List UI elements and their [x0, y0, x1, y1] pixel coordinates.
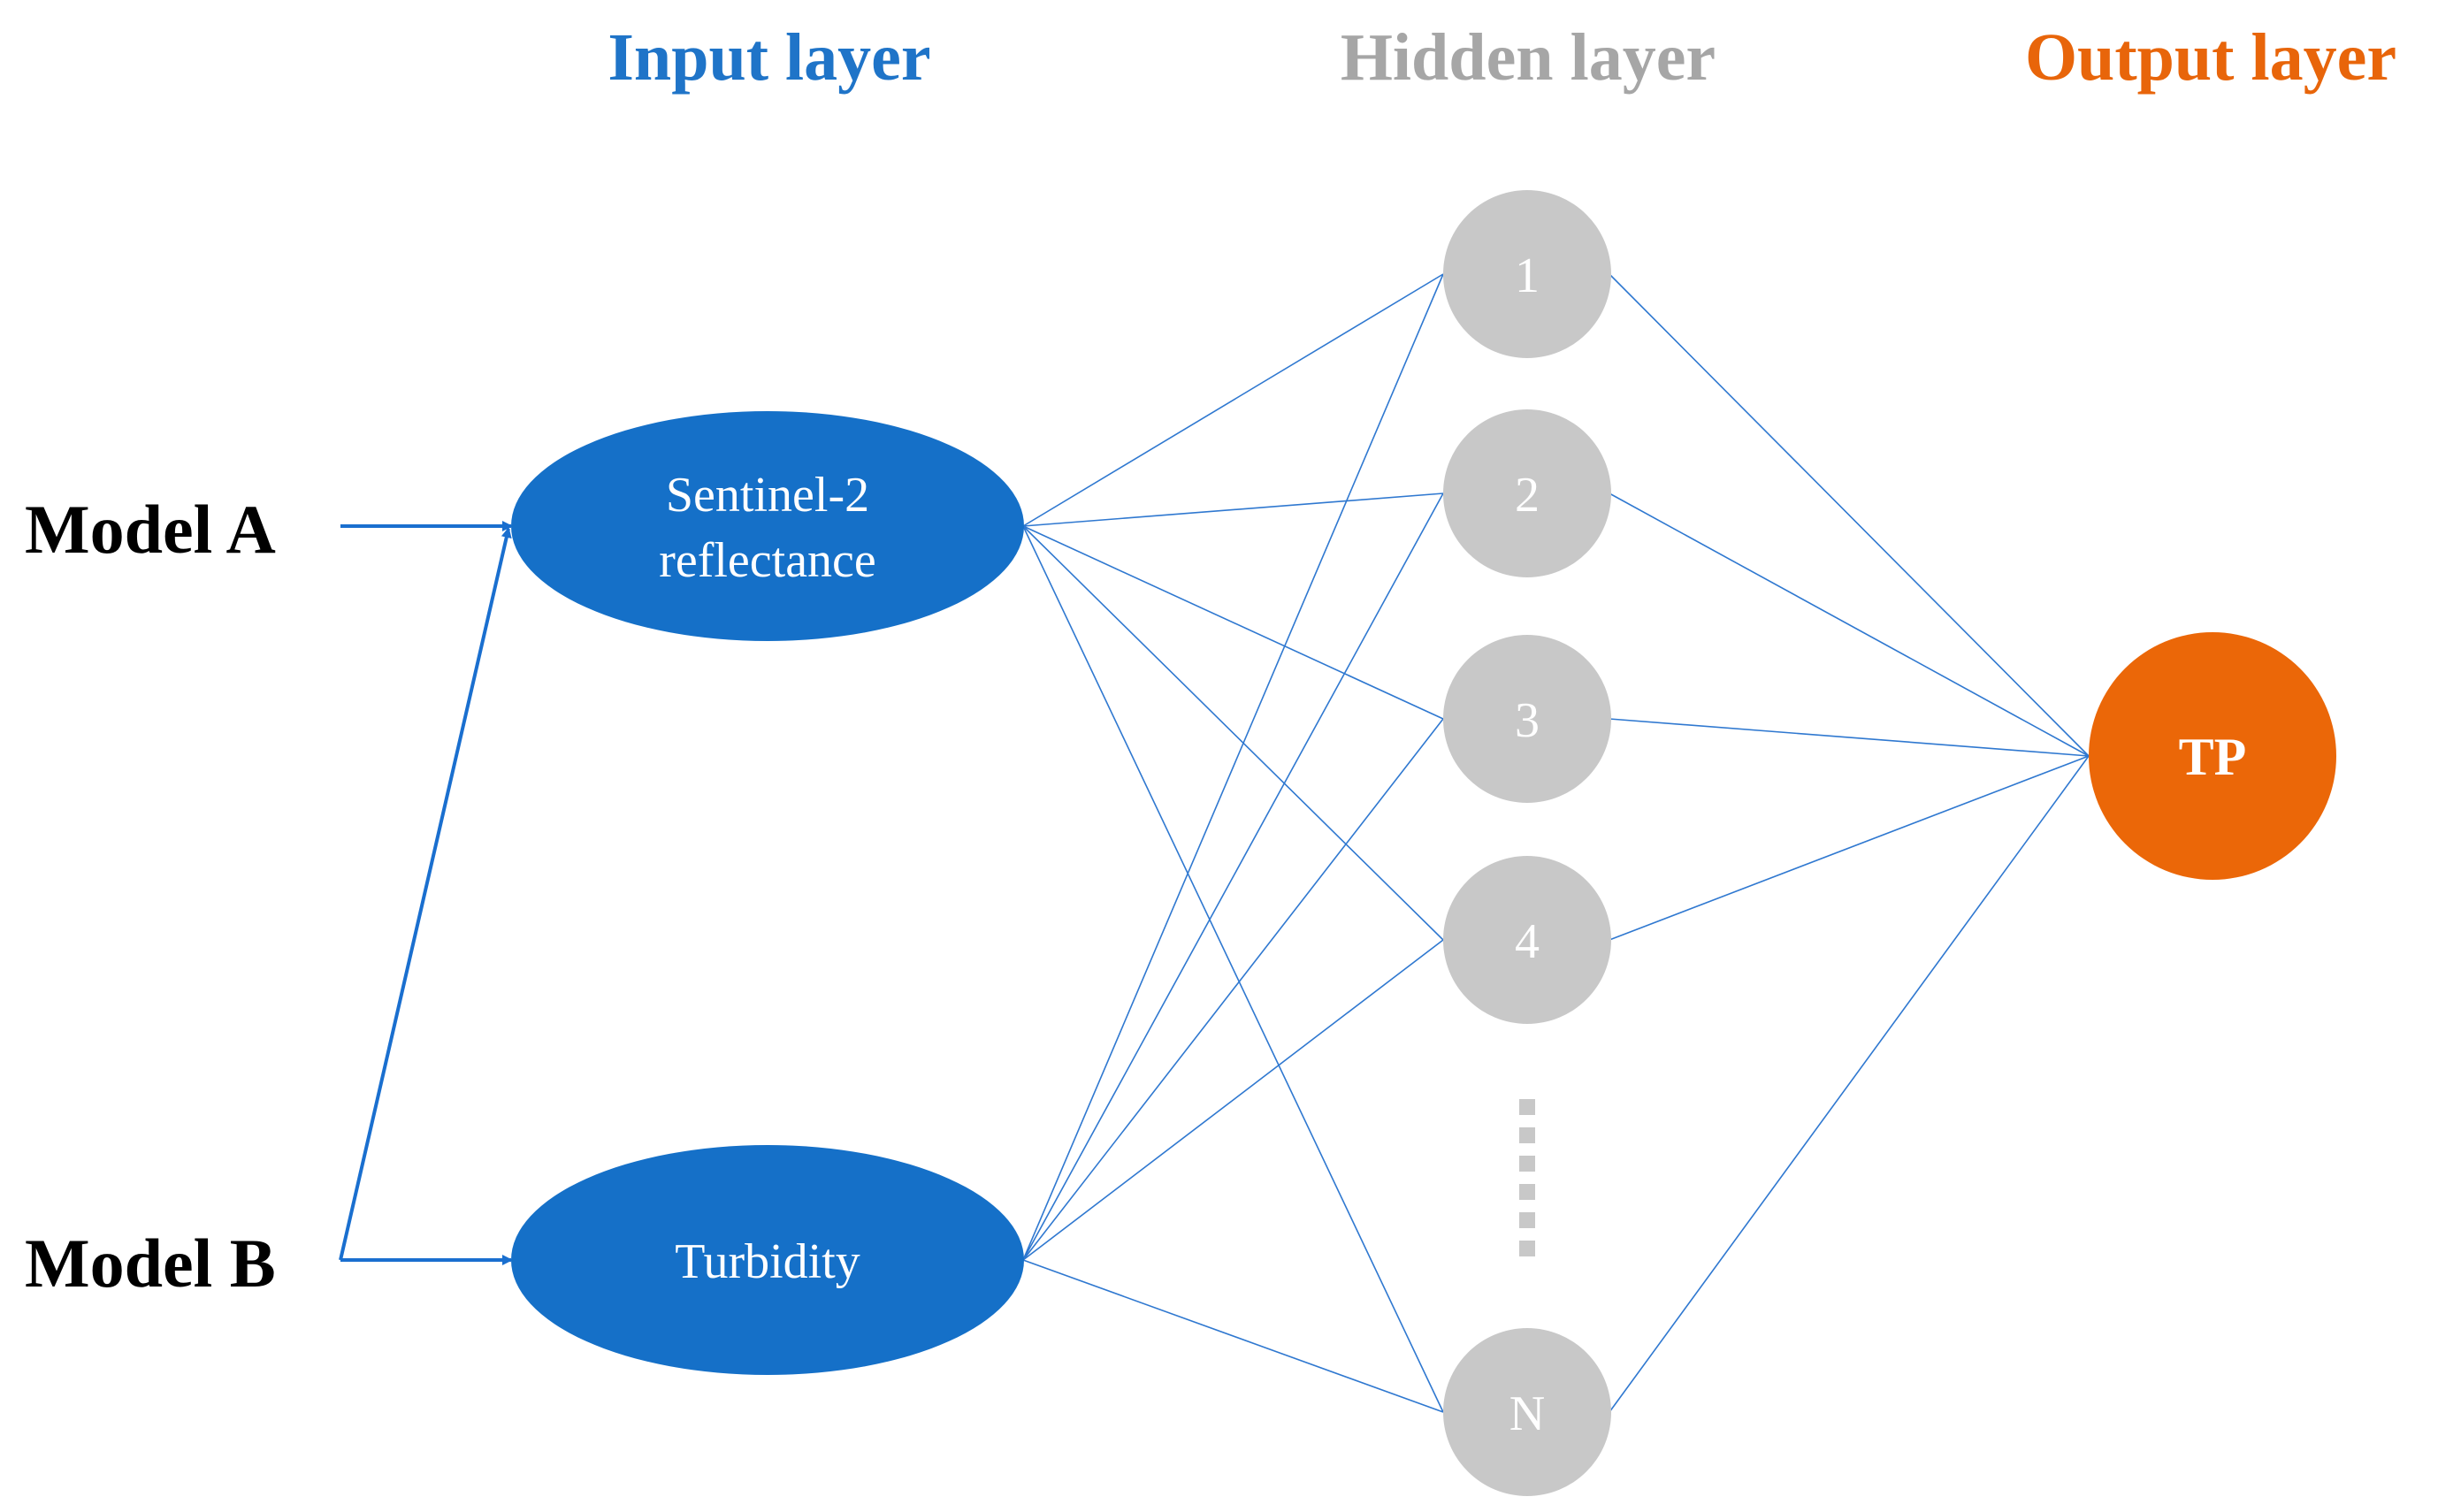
output-layer-title: Output layer [2025, 20, 2396, 95]
output-node-tp: TP [2089, 632, 2336, 880]
connection-line [1022, 525, 1444, 720]
hidden-node-n: N [1443, 1328, 1611, 1496]
ellipsis-dot [1519, 1184, 1535, 1200]
hidden-node-1-shape [1443, 190, 1611, 358]
connection-line [1609, 493, 2090, 757]
connection-line [1022, 718, 1444, 1261]
output-node-tp-shape [2089, 632, 2336, 880]
connection-line [1609, 755, 2090, 1413]
connection-line [1022, 493, 1444, 527]
hidden-node-2: 2 [1443, 409, 1611, 577]
hidden-node-2-shape [1443, 409, 1611, 577]
ellipsis-dot [1519, 1212, 1535, 1228]
hidden-node-1: 1 [1443, 190, 1611, 358]
connection-line [1022, 1259, 1444, 1413]
input-node-sentinel: Sentinel-2 reflectance [511, 411, 1024, 641]
input-node-sentinel-shape [511, 411, 1024, 641]
connection-line [1609, 718, 2090, 757]
input-layer-title: Input layer [608, 20, 930, 95]
hidden-node-3-shape [1443, 635, 1611, 803]
connection-line [1022, 493, 1444, 1261]
connection-line [1022, 525, 1444, 941]
connection-line [1022, 939, 1444, 1261]
hidden-node-3: 3 [1443, 635, 1611, 803]
connection-line [1609, 755, 2090, 941]
ellipsis-dot [1519, 1127, 1535, 1143]
hidden-node-1-label: 1 [1515, 248, 1540, 303]
input-hidden-connections [1022, 273, 1444, 1413]
hidden-node-n-label: N [1509, 1386, 1545, 1441]
input-node-sentinel-label-line2: reflectance [659, 533, 876, 588]
connection-line [1609, 273, 2090, 757]
connection-line [1022, 525, 1444, 1413]
hidden-node-4: 4 [1443, 856, 1611, 1024]
model-b-to-a-arrow [339, 527, 512, 1261]
hidden-node-4-shape [1443, 856, 1611, 1024]
input-node-turbidity: Turbidity [511, 1145, 1024, 1375]
model-b-label: Model B [25, 1225, 276, 1302]
connection-line [1022, 273, 1444, 527]
hidden-output-connections [1609, 273, 2090, 1413]
ellipsis-dot [1519, 1099, 1535, 1115]
input-node-turbidity-label: Turbidity [675, 1234, 860, 1289]
hidden-layer-title: Hidden layer [1341, 20, 1716, 95]
ellipsis-dot [1519, 1241, 1535, 1256]
hidden-node-4-label: 4 [1515, 914, 1540, 969]
output-node-tp-label: TP [2179, 728, 2247, 786]
hidden-ellipsis [1519, 1099, 1535, 1256]
ellipsis-dot [1519, 1156, 1535, 1172]
input-node-sentinel-label-line1: Sentinel-2 [666, 468, 869, 523]
connection-line [1022, 273, 1444, 1261]
hidden-node-n-shape [1443, 1328, 1611, 1496]
input-node-turbidity-shape [511, 1145, 1024, 1375]
model-a-label: Model A [25, 491, 276, 568]
hidden-node-3-label: 3 [1515, 693, 1540, 748]
hidden-node-2-label: 2 [1515, 468, 1540, 523]
model-arrows [339, 521, 513, 1265]
